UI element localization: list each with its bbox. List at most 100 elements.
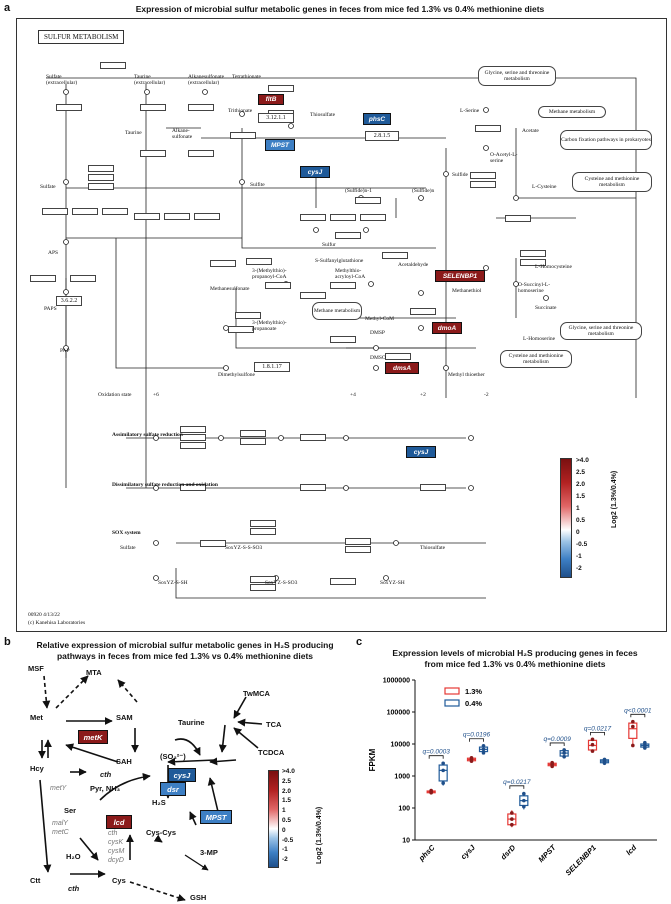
ko-box (330, 282, 356, 289)
met-so3: (SO₃²⁻) (160, 752, 186, 761)
pathway-glycine-serine-threonine-2: Glycine, serine and threonine metabolism (560, 322, 642, 340)
met-hcy: Hcy (30, 764, 44, 773)
gene-MPST-b: MPST (200, 810, 232, 824)
ko-box (420, 484, 446, 491)
panel-a-title: Expression of microbial sulfur metabolic… (135, 4, 545, 14)
ko-box (194, 213, 220, 220)
y-tick-label: 100000 (387, 710, 410, 717)
oxidation-state-plus4: +4 (350, 392, 356, 398)
compound-l-homocysteine: L-Homocysteine (535, 264, 572, 270)
data-point (441, 761, 445, 766)
q-value: q=0.0217 (503, 779, 531, 786)
ko-box (330, 578, 356, 585)
y-tick-label: 1000 (394, 774, 410, 781)
data-point (441, 781, 445, 785)
met-h2s: H₂S (152, 798, 166, 807)
ko-box (470, 181, 496, 188)
x-tick-label: SELENBP1 (564, 843, 598, 877)
data-point (550, 760, 554, 765)
legend-item-1-3-swatch (444, 687, 460, 695)
gene-cysJ-assimilatory: cysJ (406, 446, 436, 458)
gene-cysM: cysM (108, 848, 125, 855)
pathway-glycine-serine-threonine: Glycine, serine and threonine metabolism (478, 66, 556, 86)
subtitle-dissimilatory: Dissimilatory sulfate reduction and oxid… (112, 482, 218, 488)
compound-acetaldehyde: Acetaldehyde (398, 262, 429, 268)
gene-dmoA: dmoA (432, 322, 462, 334)
compound-o-acetyl-l-serine: O-Acetyl-L-serine (490, 152, 518, 164)
data-point (631, 719, 635, 724)
compound-sulfite: Sulfite (250, 182, 265, 188)
data-point (590, 749, 595, 753)
met-met: Met (30, 713, 43, 722)
data-point (590, 737, 595, 742)
ko-box (265, 282, 291, 289)
ko-box (300, 484, 326, 491)
panel-c-title-1: Expression levels of microbial H₂S produ… (392, 648, 638, 658)
met-ctt: Ctt (30, 876, 41, 885)
y-tick-label: 10 (402, 838, 410, 845)
sox-ssh: SoxYZ-S-SH (158, 580, 188, 586)
compound-trithionate: Trithionate (228, 108, 253, 114)
cth-label-1: cth (100, 770, 112, 779)
ko-box (180, 442, 206, 449)
y-tick-label: 100 (398, 806, 410, 813)
ko-box (134, 213, 160, 220)
data-point (522, 791, 526, 796)
data-point (510, 811, 514, 815)
map-name: SULFUR METABOLISM (44, 33, 119, 41)
ko-box (230, 132, 256, 139)
pathway-methane: Methane metabolism (538, 106, 606, 118)
ko-box (42, 208, 68, 215)
compound-sulfide-n: (Sulfide)n (412, 188, 435, 194)
q-value: q<0.0001 (624, 707, 652, 714)
gene-cysK: cysK (108, 839, 124, 846)
legend-item-0-4: 0.4% (465, 699, 482, 708)
compound-methyl-com: Methyl-CoM (365, 316, 395, 322)
cth-label-2: cth (68, 884, 80, 893)
panel-a-letter: a (4, 2, 11, 14)
met-sam: SAM (116, 713, 133, 722)
ko-box (300, 434, 326, 441)
gene-phsC: phsC (363, 113, 391, 125)
ko-box (56, 104, 82, 111)
ko-box (235, 312, 261, 319)
compound-methanesulfonate: Methanesulfonate (210, 286, 250, 292)
ko-box (355, 197, 381, 204)
met-cys-cys: Cys-Cys (146, 828, 177, 837)
ko-box (520, 259, 546, 266)
subtitle-assimilatory: Assimilatory sulfate reduction (112, 432, 183, 438)
ko-box (520, 250, 546, 257)
ko-box (164, 213, 190, 220)
ko-box (240, 438, 266, 445)
met-gsh: GSH (190, 893, 207, 902)
gene-SELENBP1: SELENBP1 (435, 270, 485, 282)
compound-alkane-sulfonate: Alkane-sulfonate (172, 128, 193, 140)
ko-box (180, 434, 206, 441)
subtitle-sox: SOX system (112, 530, 141, 536)
ko-box (100, 62, 126, 69)
compound-sulfate: Sulfate (40, 184, 56, 190)
sox-sso3-2: SoxYZ-S-SO3 (265, 580, 298, 586)
gene-metY: metY (50, 785, 67, 792)
data-point (522, 798, 526, 803)
gene-malY: malY (52, 820, 68, 827)
y-tick-label: 10000 (391, 742, 411, 749)
ko-box (250, 520, 276, 527)
data-point (643, 746, 647, 750)
data-point (522, 804, 526, 809)
significance-bracket (630, 713, 646, 718)
data-point (643, 740, 647, 745)
data-point (510, 822, 514, 827)
compound-sulfur: Sulfur (322, 242, 336, 248)
oxidation-state-plus6: +6 (153, 392, 159, 398)
gene-fltB: fltB (258, 94, 284, 105)
box (438, 764, 448, 782)
y-axis-label: FPKM (368, 748, 377, 771)
data-point (590, 742, 595, 747)
compound-succinate: Succinate (535, 305, 557, 311)
compound-methylthio-propanoate: 3-(Methylthio)-propanoate (252, 320, 287, 332)
gene-metK: metK (78, 730, 108, 744)
compound-l-serine: L-Serine (460, 108, 480, 114)
